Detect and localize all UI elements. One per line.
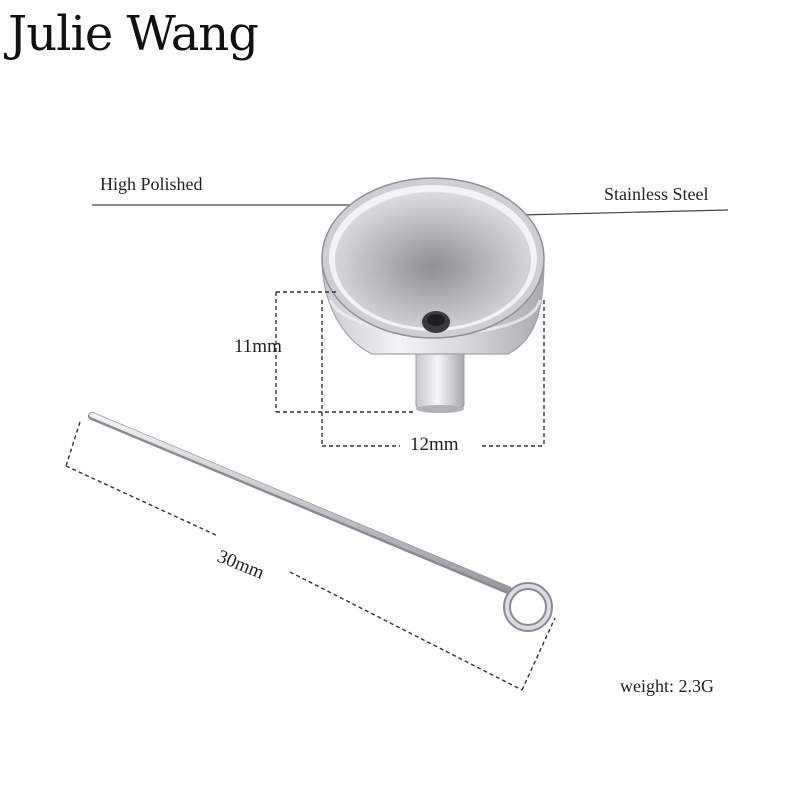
pin-length-dimension-guide [65,421,556,691]
weight-label: weight: 2.3G [620,676,714,696]
stainless-steel-label: Stainless Steel [604,184,709,204]
high-polished-label: High Polished [100,174,203,194]
width-dimension-guide [321,300,545,447]
height-label: 11mm [234,336,282,357]
width-label: 12mm [410,434,459,455]
height-dimension-guide [275,291,414,413]
stainless-steel-leader-line [519,209,729,216]
eye-pin [88,412,553,632]
brand-logo: Julie Wang [8,6,259,62]
funnel-bowl [321,177,545,355]
